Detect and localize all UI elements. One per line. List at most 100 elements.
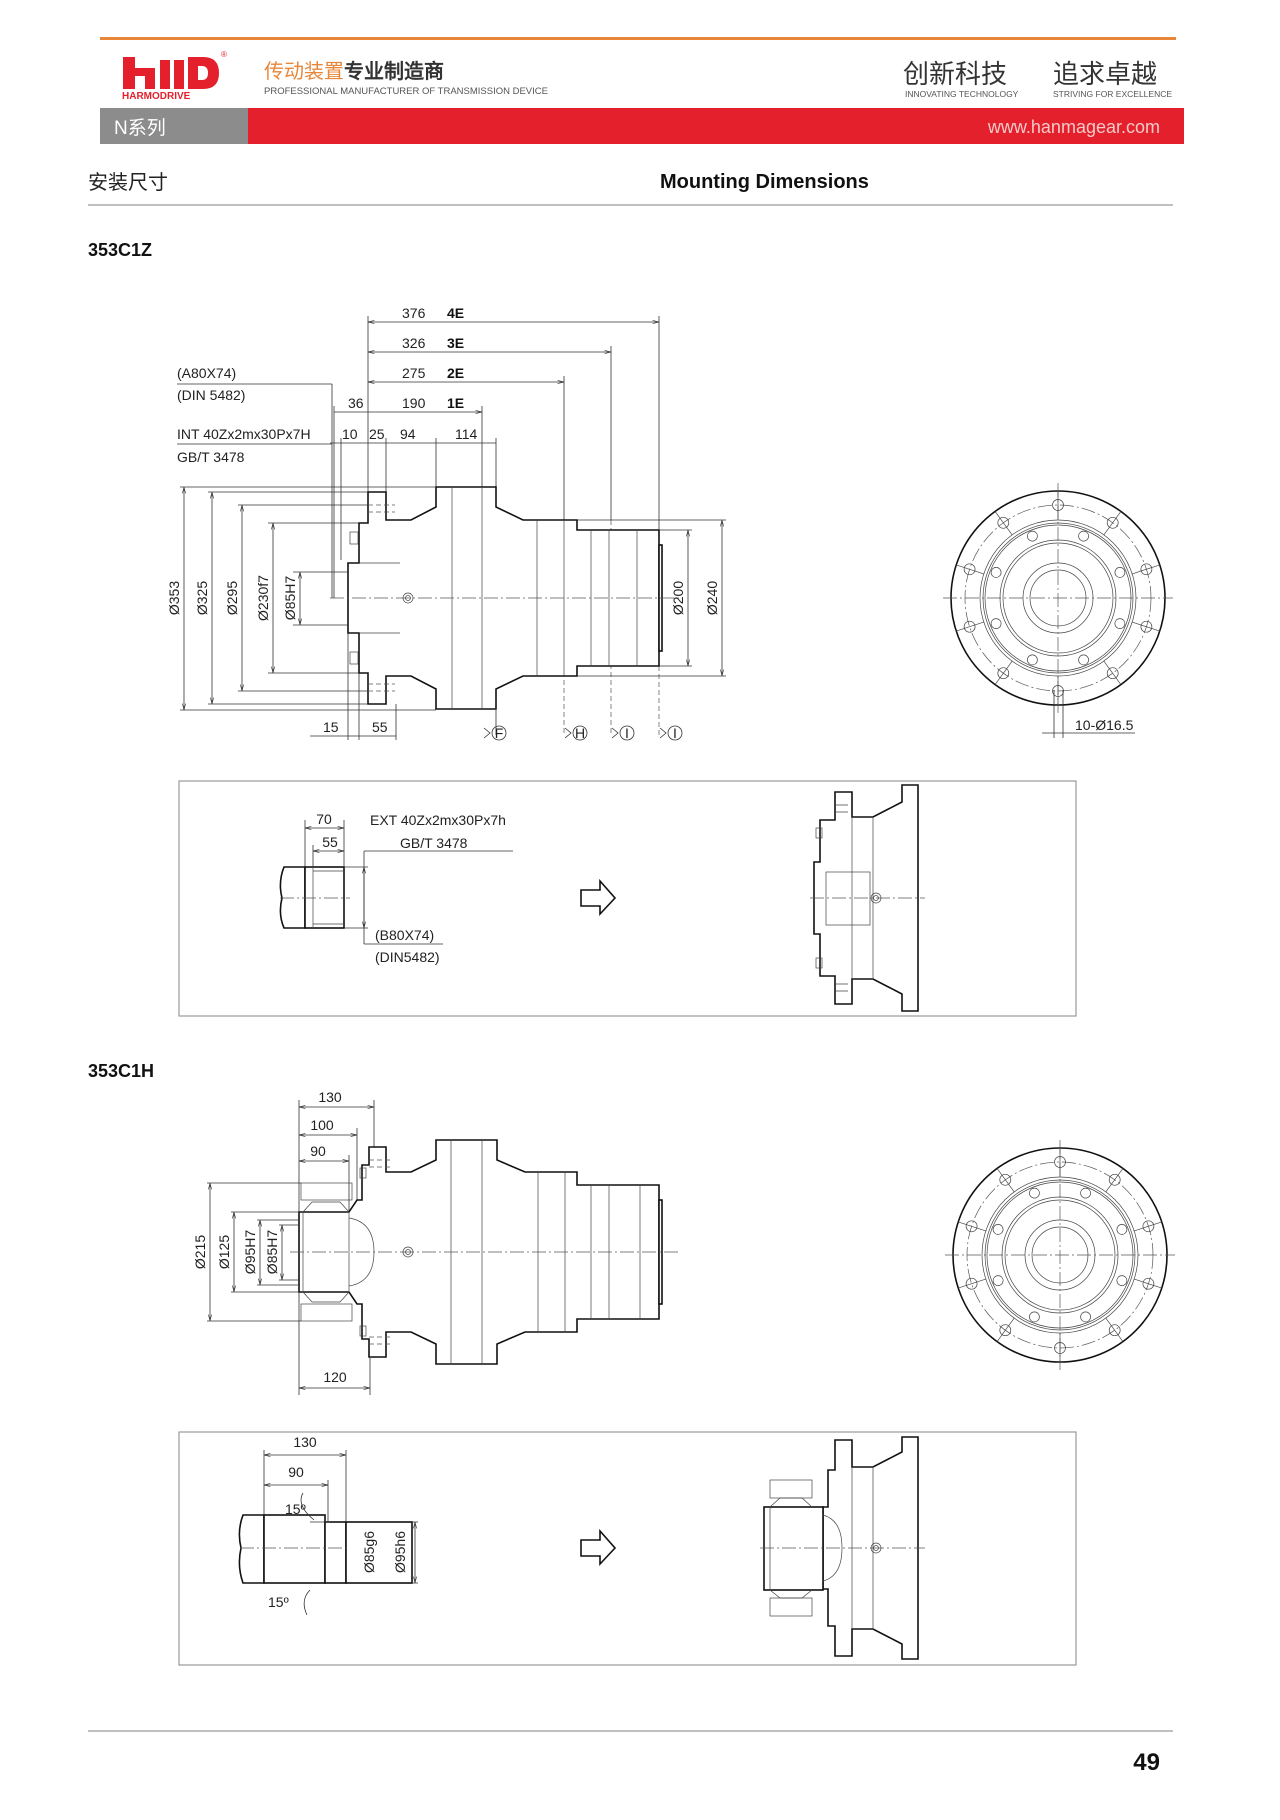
mount-hole [999,1173,1012,1186]
hole-leader [958,1278,986,1289]
inner-hole [1080,1187,1091,1199]
dim-length: 190 [402,395,426,411]
dim-length: 90 [288,1464,304,1480]
dim-diameter: Ø200 [670,581,686,615]
drawing-353c1h-front [945,1140,1175,1370]
spline-spec: INT 40Zx2mx30Px7H [177,426,311,442]
inner-hole [1027,654,1038,666]
model-title: 353C1Z [88,240,152,260]
spline-standard: (DIN 5482) [177,387,245,403]
mount-hole [997,516,1010,529]
dim-diameter: Ø295 [224,581,240,615]
mount-hole [965,1277,978,1290]
spline-spec: EXT 40Zx2mx30Px7h [370,812,506,828]
dim-diameter: Ø85g6 [361,1531,377,1573]
slogan-cn-accent: 传动装置 [264,60,344,83]
hole-leader [1103,511,1122,536]
hole-leader [1134,1278,1162,1289]
dim-length: 130 [293,1434,317,1450]
dim-length: 94 [400,426,416,442]
mount-hole [1106,667,1119,680]
slogan-en: PROFESSIONAL MANUFACTURER OF TRANSMISSIO… [264,86,548,97]
model-title: 353C1H [88,1061,154,1081]
accent-rule [100,37,1176,40]
series-label: N系列 [114,117,166,139]
ring [1004,1199,1116,1311]
dim-length: 90 [310,1143,326,1159]
brand-name: HARMODRIVE [122,91,191,102]
drawing-353c1h-side: 130 100 90 120 Ø215 Ø125 Ø95H7 Ø85H7 [192,1089,680,1395]
dim-length: 25 [369,426,385,442]
view-marker-i: I [611,725,635,741]
mount-hole [1108,1173,1121,1186]
dim-angle: 15º [268,1594,289,1610]
section-title-cn: 安装尺寸 [88,171,168,194]
header: ® HARMODRIVE 传动装置 专业制造商 PROFESSIONAL MAN… [100,37,1184,144]
dim-code: 4E [447,305,464,321]
drawing-353c1z-front [943,483,1173,713]
dim-length: 120 [323,1369,347,1385]
view-marker-f: F [483,725,507,741]
page-number: 49 [1133,1749,1160,1776]
detail-box-353c1h: 130 90 15º 15º Ø85g6 Ø95h6 [178,1431,1077,1666]
inner-hole [992,1275,1004,1286]
spline-label: (A80X74) [177,365,236,381]
dim-length: 114 [455,426,478,442]
dim-diameter: Ø85H7 [264,1230,280,1275]
dim-length: 36 [348,395,364,411]
hole-leader [1105,1168,1124,1193]
inner-hole [1027,530,1038,542]
red-band [248,108,1184,144]
section-title-en: Mounting Dimensions [660,171,869,193]
motto-2: 追求卓越 [1053,60,1157,90]
mount-hole [1142,1220,1155,1233]
hole-dim-line [1042,690,1135,738]
mount-hole [1106,516,1119,529]
hole-leader [958,1221,986,1232]
hole-leader [996,1168,1015,1193]
hole-leader [1132,621,1160,632]
dim-diameter: Ø230f7 [255,575,271,621]
svg-text:F: F [495,725,504,741]
dim-length: 10 [342,426,358,442]
dim-length: 55 [372,719,388,735]
inner-hole [1078,530,1089,542]
hole-leader [1103,660,1122,685]
logo: ® HARMODRIVE [122,50,227,102]
mount-hole [999,1324,1012,1337]
spline-standard: (DIN5482) [375,949,440,965]
svg-text:®: ® [221,50,227,59]
svg-text:I: I [673,725,677,741]
dim-diameter: Ø85H7 [282,576,298,621]
mount-hole [963,620,976,633]
hole-leader [956,621,984,632]
motto-1: 创新科技 [903,60,1007,90]
detail-box-353c1z: 70 55 EXT 40Zx2mx30Px7h GB/T 3478 (B80X7… [178,780,1077,1017]
dim-diameter: Ø325 [194,581,210,615]
dim-length: 100 [310,1117,334,1133]
svg-text:I: I [625,725,629,741]
inner-hole [1116,1275,1128,1286]
mount-hole [963,563,976,576]
hole-leader [1134,1221,1162,1232]
dim-diameter: Ø125 [216,1235,232,1269]
arrow-right-icon [580,878,617,917]
dim-code: 1E [447,395,464,411]
motto-1-en: INNOVATING TECHNOLOGY [905,89,1019,99]
spline-standard: GB/T 3478 [177,449,245,465]
dim-length: 70 [316,811,332,827]
hole-leader [1105,1317,1124,1342]
dim-length: 130 [318,1089,342,1105]
dim-code: 2E [447,365,464,381]
hole-leader [996,1317,1015,1342]
inner-hole [1080,1311,1091,1323]
dim-diameter: Ø353 [166,581,182,615]
dim-length: 15 [323,719,339,735]
inner-hole [1114,618,1126,629]
svg-text:H: H [575,725,585,741]
ring [1002,542,1114,654]
website-url[interactable]: www.hanmagear.com [987,117,1160,137]
dim-diameter: Ø215 [192,1235,208,1269]
series-band [100,108,248,144]
